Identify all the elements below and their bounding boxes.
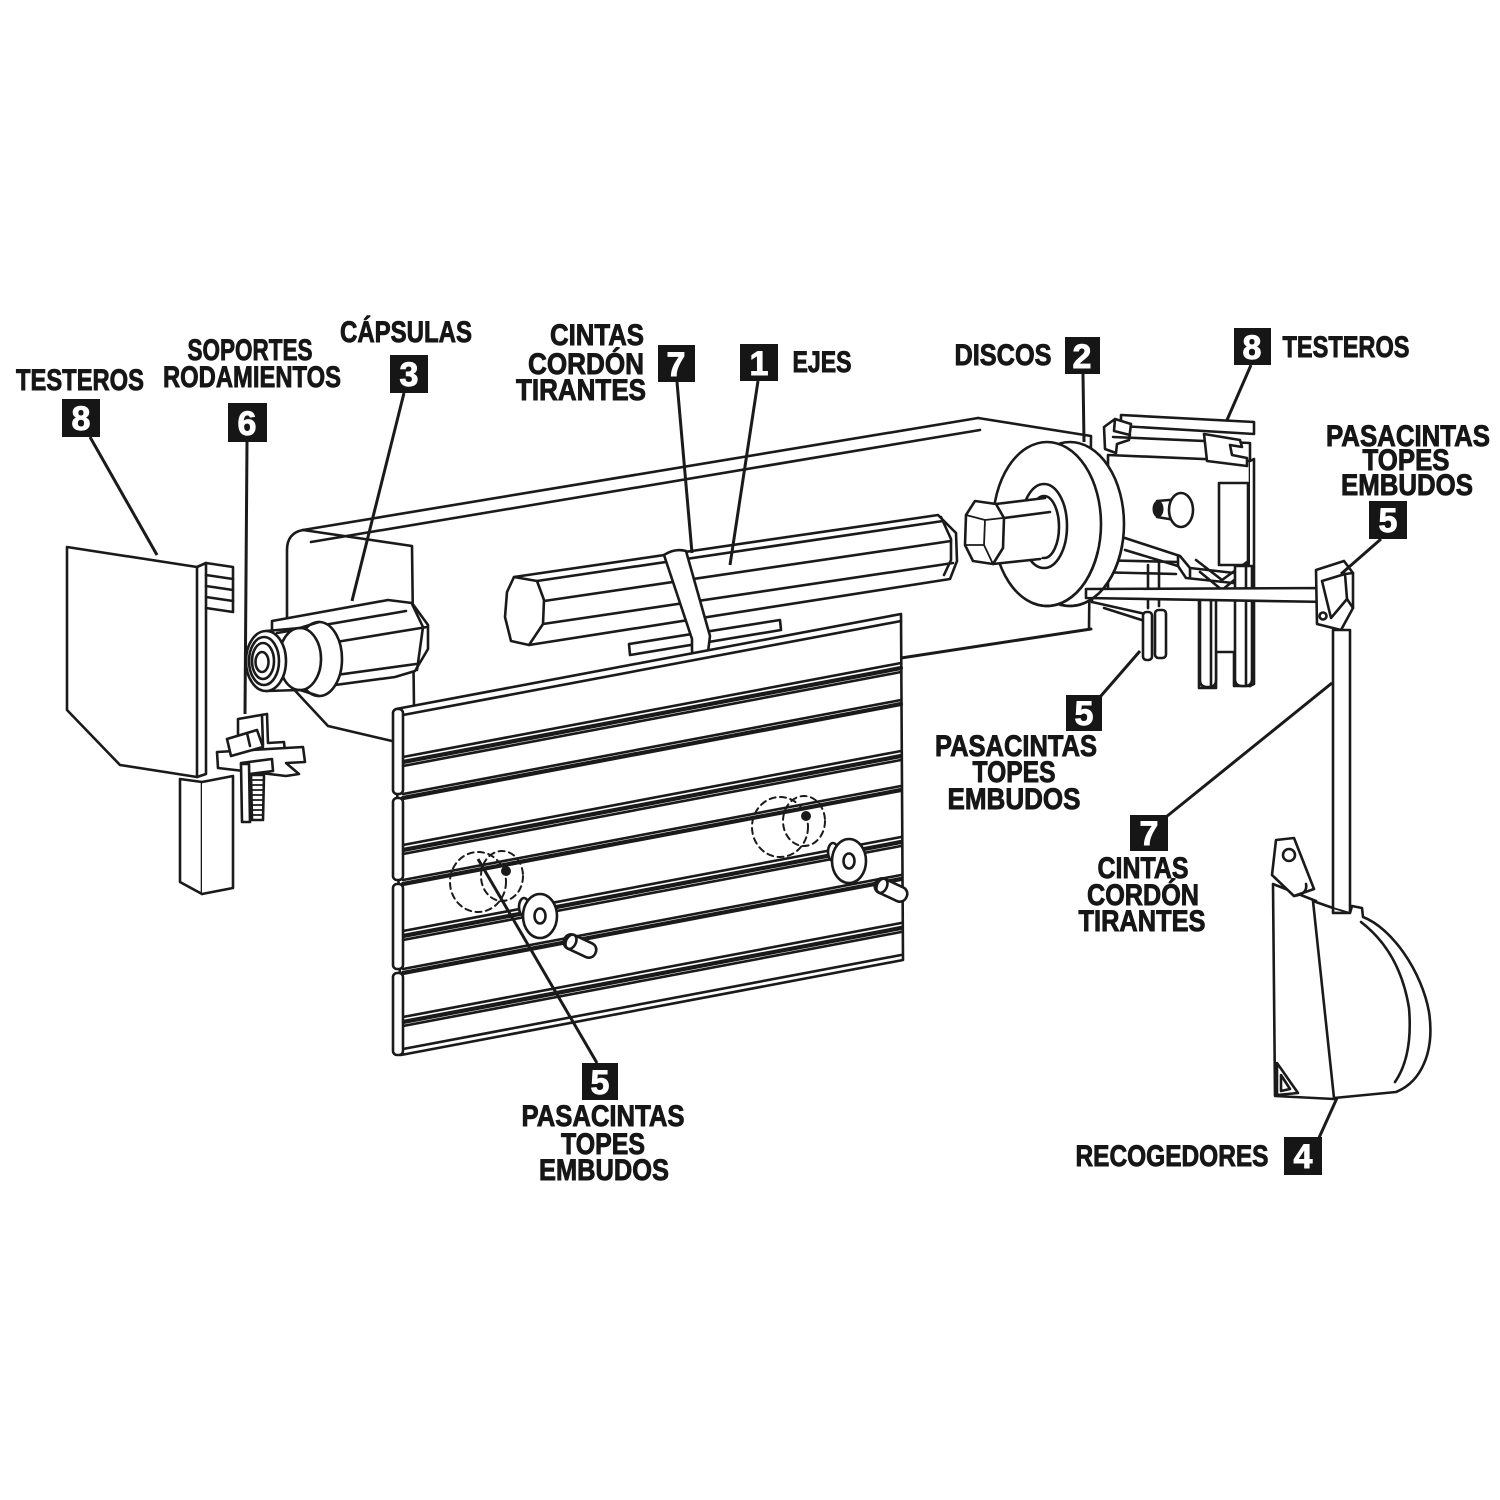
svg-text:CORDÓN: CORDÓN: [1087, 878, 1199, 912]
svg-text:5: 5: [591, 1064, 610, 1102]
svg-text:PASACINTAS: PASACINTAS: [1326, 420, 1490, 453]
svg-text:SOPORTES: SOPORTES: [188, 334, 313, 367]
svg-text:TIRANTES: TIRANTES: [516, 374, 646, 407]
svg-text:DISCOS: DISCOS: [955, 339, 1052, 372]
svg-text:6: 6: [238, 405, 257, 443]
svg-text:CÁPSULAS: CÁPSULAS: [340, 315, 472, 349]
svg-text:RECOGEDORES: RECOGEDORES: [1076, 1140, 1269, 1173]
svg-text:3: 3: [400, 356, 419, 394]
svg-text:CINTAS: CINTAS: [1098, 852, 1189, 885]
svg-text:EMBUDOS: EMBUDOS: [948, 783, 1081, 816]
svg-text:TOPES: TOPES: [561, 1128, 645, 1161]
svg-text:CINTAS: CINTAS: [550, 319, 644, 352]
svg-text:TIRANTES: TIRANTES: [1079, 905, 1206, 938]
svg-text:8: 8: [1243, 329, 1262, 367]
svg-text:7: 7: [1140, 815, 1159, 853]
svg-text:EMBUDOS: EMBUDOS: [539, 1154, 669, 1187]
svg-text:1: 1: [750, 345, 769, 383]
svg-text:4: 4: [1294, 1138, 1313, 1176]
svg-text:EMBUDOS: EMBUDOS: [1341, 469, 1473, 502]
svg-text:5: 5: [1075, 695, 1094, 733]
svg-text:PASACINTAS: PASACINTAS: [522, 1100, 685, 1133]
svg-text:PASACINTAS: PASACINTAS: [935, 730, 1097, 763]
svg-text:EJES: EJES: [793, 346, 852, 379]
svg-text:8: 8: [72, 400, 91, 438]
svg-text:RODAMIENTOS: RODAMIENTOS: [163, 361, 341, 394]
svg-text:7: 7: [667, 346, 686, 384]
svg-text:CORDÓN: CORDÓN: [528, 347, 644, 381]
svg-text:TESTEROS: TESTEROS: [1283, 331, 1410, 364]
svg-text:5: 5: [1379, 502, 1398, 540]
svg-text:TESTEROS: TESTEROS: [16, 364, 144, 397]
svg-text:TOPES: TOPES: [1363, 444, 1450, 477]
svg-text:2: 2: [1073, 338, 1092, 376]
svg-text:TOPES: TOPES: [973, 756, 1056, 789]
